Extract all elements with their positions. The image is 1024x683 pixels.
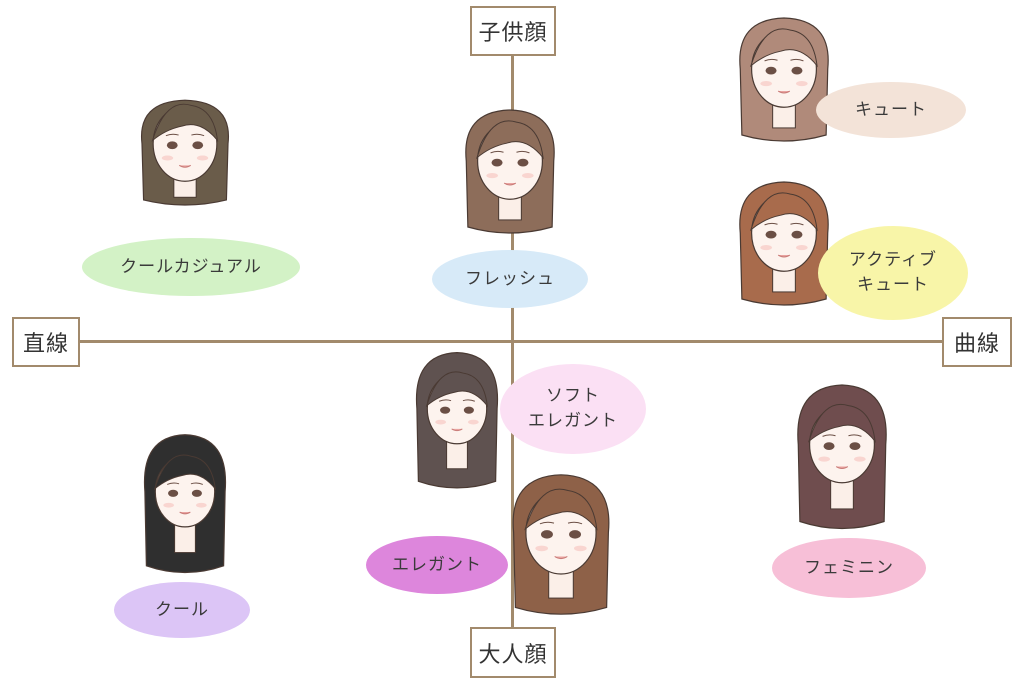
cheek-shape bbox=[486, 172, 499, 179]
face-illustration-fresh bbox=[465, 109, 555, 234]
bangs-shape bbox=[475, 120, 544, 160]
eye-shape bbox=[849, 442, 861, 451]
axis-label-left: 直線 bbox=[12, 317, 80, 367]
cheek-shape bbox=[573, 545, 587, 552]
type-label-elegant: エレガント bbox=[366, 536, 508, 594]
eye-shape bbox=[491, 158, 503, 167]
mouth-shape bbox=[554, 556, 568, 560]
cheek-shape bbox=[161, 155, 174, 161]
type-label-line: エレガント bbox=[528, 411, 618, 431]
type-label-line: ソフト bbox=[546, 386, 600, 407]
face-illustration-cool-casual bbox=[140, 99, 230, 206]
eye-shape bbox=[463, 406, 474, 414]
type-label-line: アクティブ bbox=[848, 250, 938, 271]
bangs-shape bbox=[153, 454, 217, 491]
cheek-shape bbox=[760, 244, 773, 251]
brow-shape bbox=[822, 434, 836, 437]
eye-shape bbox=[192, 141, 204, 150]
bangs-shape bbox=[749, 28, 818, 68]
eye-shape bbox=[166, 141, 178, 150]
brow-shape bbox=[462, 399, 476, 402]
type-label-line: キュート bbox=[855, 99, 927, 120]
face-illustration-feminine bbox=[797, 384, 887, 530]
type-label-line: キュート bbox=[857, 275, 929, 295]
cheek-shape bbox=[467, 419, 479, 425]
eye-shape bbox=[168, 489, 179, 497]
face-illustration-cute bbox=[739, 17, 829, 142]
face-illustration-soft-elegant bbox=[415, 351, 499, 489]
cheek-shape bbox=[795, 80, 808, 87]
eye-shape bbox=[517, 158, 529, 167]
cheek-shape bbox=[163, 502, 175, 508]
brow-shape bbox=[166, 482, 180, 485]
cheek-shape bbox=[195, 502, 207, 508]
cheek-shape bbox=[435, 419, 447, 425]
brow-shape bbox=[764, 222, 778, 226]
brow-shape bbox=[490, 150, 504, 154]
brow-shape bbox=[764, 58, 778, 62]
brow-shape bbox=[165, 133, 179, 137]
cheek-shape bbox=[521, 172, 534, 179]
type-label-fresh: フレッシュ bbox=[432, 250, 588, 308]
bangs-shape bbox=[749, 192, 818, 232]
eye-shape bbox=[791, 66, 803, 75]
cheek-shape bbox=[760, 80, 773, 87]
type-label-cool: クール bbox=[114, 582, 250, 638]
brow-shape bbox=[190, 482, 204, 485]
brow-shape bbox=[516, 150, 530, 154]
axis-label-right: 曲線 bbox=[942, 317, 1012, 367]
mouth-shape bbox=[451, 428, 463, 432]
eye-shape bbox=[791, 230, 803, 239]
eye-shape bbox=[823, 442, 835, 451]
bangs-shape bbox=[807, 403, 876, 443]
mouth-shape bbox=[179, 511, 191, 515]
axis-label-top: 子供顔 bbox=[470, 6, 556, 56]
type-label-line: フレッシュ bbox=[465, 268, 555, 289]
bangs-shape bbox=[151, 103, 219, 143]
face-illustration-cool bbox=[143, 434, 227, 573]
brow-shape bbox=[567, 521, 583, 525]
vertical-axis bbox=[511, 56, 514, 628]
type-label-cool-casual: クールカジュアル bbox=[82, 238, 300, 296]
mouth-shape bbox=[503, 182, 517, 186]
brow-shape bbox=[438, 399, 452, 402]
brow-shape bbox=[848, 434, 862, 437]
brow-shape bbox=[790, 222, 804, 226]
mouth-shape bbox=[178, 164, 192, 168]
brow-shape bbox=[191, 133, 205, 137]
eye-shape bbox=[191, 489, 202, 497]
type-label-soft-elegant: ソフトエレガント bbox=[500, 364, 646, 454]
cheek-shape bbox=[795, 244, 808, 251]
eye-shape bbox=[540, 530, 553, 539]
eye-shape bbox=[765, 66, 777, 75]
face-illustration-active-cute bbox=[739, 181, 829, 306]
brow-shape bbox=[790, 58, 804, 62]
type-label-line: クール bbox=[155, 599, 209, 620]
brow-shape bbox=[539, 521, 555, 525]
cheek-shape bbox=[818, 456, 831, 462]
mouth-shape bbox=[835, 466, 849, 469]
cheek-shape bbox=[853, 456, 866, 462]
type-label-line: フェミニン bbox=[804, 557, 894, 578]
mouth-shape bbox=[777, 90, 791, 94]
type-label-line: エレガント bbox=[392, 554, 482, 575]
eye-shape bbox=[569, 530, 582, 539]
type-label-line: クールカジュアル bbox=[120, 256, 262, 277]
axis-label-bottom: 大人顔 bbox=[470, 627, 556, 678]
type-label-feminine: フェミニン bbox=[772, 538, 926, 598]
eye-shape bbox=[440, 406, 451, 414]
mouth-shape bbox=[777, 254, 791, 258]
face-illustration-elegant bbox=[512, 474, 610, 615]
type-label-cute: キュート bbox=[816, 82, 966, 138]
eye-shape bbox=[765, 230, 777, 239]
bangs-shape bbox=[425, 371, 489, 408]
cheek-shape bbox=[196, 155, 209, 161]
type-label-active-cute: アクティブキュート bbox=[818, 226, 968, 320]
cheek-shape bbox=[535, 545, 549, 552]
bangs-shape bbox=[524, 488, 598, 531]
